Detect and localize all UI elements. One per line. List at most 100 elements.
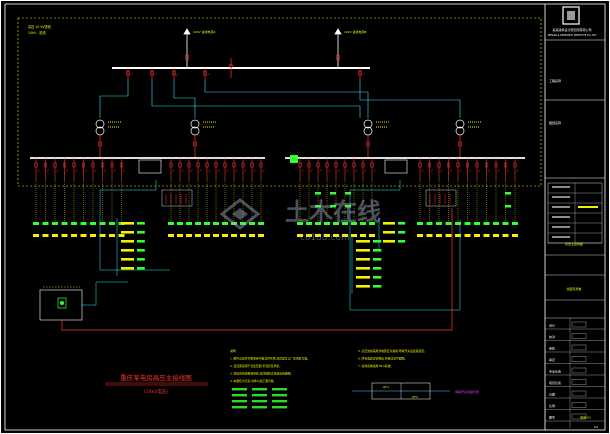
lv-feeder-tag: [61, 234, 68, 237]
hv-cables: [99, 80, 461, 118]
detail-tag: [315, 192, 321, 195]
lv-feeder-tag: [369, 222, 375, 225]
lv-breaker: [187, 162, 191, 168]
lv-switch-blade: [46, 168, 50, 173]
lv-feeder-tag: [297, 234, 303, 237]
lv-feeder-tag: [42, 234, 49, 237]
lv-switch-blade: [430, 168, 434, 173]
lv-breaker: [232, 162, 236, 168]
notes-table-cell: [272, 400, 287, 403]
tb-field-cell: [571, 379, 587, 385]
lv-switch-blade: [497, 168, 500, 173]
lv-feeder-tag: [360, 234, 366, 237]
lv-main-breaker: [366, 141, 370, 147]
hv-breaker: [203, 70, 207, 76]
lv-switch-blade: [301, 168, 304, 173]
detail-tag: [356, 249, 370, 252]
lv-breaker: [119, 162, 124, 168]
detail-tag: [383, 222, 395, 225]
detail-tag: [383, 240, 395, 243]
lv-breaker: [100, 162, 105, 168]
tb-field-cell: [571, 333, 587, 339]
notes-table-cell: [252, 406, 267, 409]
detail-tag: [398, 231, 406, 234]
lv-feeder-tag: [80, 222, 87, 225]
lv-feeder-tag: [222, 222, 228, 225]
notes-table-cell: [272, 388, 287, 391]
lv-feeder-tag: [342, 234, 348, 237]
tb-field-cell: [571, 413, 587, 420]
cable-route: [349, 180, 461, 311]
legend-qf2: QF2: [412, 395, 418, 399]
incoming-a-label: 10kV 进线电源A: [193, 29, 217, 34]
lv-feeder-tag: [90, 234, 96, 237]
lv-breaker: [316, 162, 320, 168]
lv-feeder-tag: [213, 222, 219, 225]
tb-row-text: [552, 226, 570, 228]
tb-field-label: 设计: [549, 323, 555, 328]
lv-switch-blade: [364, 168, 367, 173]
lv-feeder-tag: [240, 234, 246, 237]
detail-tag: [330, 205, 336, 208]
lv-switch-blade: [94, 168, 97, 173]
lv-switch-blade: [122, 168, 126, 173]
incoming-breaker: [185, 54, 189, 61]
breaker-cluster: [161, 189, 193, 207]
lv-feeder-tag: [333, 234, 339, 237]
watermark-main: 土木在线: [285, 198, 381, 226]
notes-table: [232, 388, 287, 409]
lv-feeder-tag: [177, 234, 183, 237]
lv-switch-blade: [337, 168, 340, 173]
tb-field-label: 审定: [549, 357, 555, 362]
detail-tag: [356, 267, 370, 270]
detail-tag: [356, 276, 370, 279]
lv-switch-blade: [84, 168, 88, 173]
lv-feeder-tag: [109, 222, 115, 225]
feeder-detail-groups: [99, 180, 511, 311]
lv-feeder-tag: [455, 222, 461, 225]
lv-breaker: [223, 162, 227, 168]
note-line: 1. 图中高压开关柜采用中置式开关柜,具体型号以厂家资料为准。: [230, 357, 310, 361]
detail-tag: [121, 267, 134, 270]
lv-breaker: [334, 162, 338, 168]
lv-switch-blade: [459, 168, 462, 173]
detail-tag: [373, 249, 382, 252]
lv-feeder-tag: [436, 222, 442, 225]
lv-switch-blade: [226, 168, 229, 173]
lv-feeder-tag: [436, 234, 442, 237]
tb-field-cell: [571, 367, 587, 374]
hv-note-1: 高压 10 kV进线: [28, 24, 52, 29]
company-logo: [562, 6, 580, 25]
lv-feeder-tag: [493, 234, 499, 237]
lv-feeder-tag: [80, 234, 87, 237]
lv-feeder-tag: [369, 234, 375, 237]
hv-breaker: [150, 70, 154, 76]
hv-switch-blade: [206, 72, 211, 77]
lv-feeder-tag: [177, 222, 183, 225]
lv-switch-blade: [328, 168, 331, 173]
lv-feeder-tag: [52, 234, 58, 237]
lv-feeder-tag: [351, 222, 357, 225]
transformers: [95, 119, 482, 158]
lv-feeder-tag: [464, 234, 471, 237]
notes-left: 说明:1. 图中高压开关柜采用中置式开关柜,具体型号以厂家资料为准。2. 变压器…: [230, 349, 310, 383]
hv-feeders: [126, 54, 366, 80]
tb-field-label: 审核: [549, 346, 555, 351]
lv-breaker: [259, 162, 263, 168]
lv-feeder-tag: [502, 234, 509, 237]
legend-qf1: QF1: [383, 385, 389, 389]
lv-feeder-tag: [231, 234, 237, 237]
lv-switch-blade: [478, 168, 481, 173]
lv-breaker: [72, 162, 76, 168]
lv-breaker: [307, 162, 311, 168]
lv-switch-blade: [75, 168, 78, 173]
detail-tag: [383, 231, 395, 234]
lv-feeder-tag: [417, 222, 423, 225]
lv-switch-blade: [65, 168, 69, 173]
lv-feeder-tag: [315, 222, 321, 225]
detail-tag: [121, 222, 134, 225]
lv-switch-blade: [37, 168, 40, 173]
hv-breaker: [126, 70, 130, 76]
lv-switch-blade: [113, 168, 116, 173]
drawing-title: 重庆某电房高压主接线图: [120, 373, 192, 382]
